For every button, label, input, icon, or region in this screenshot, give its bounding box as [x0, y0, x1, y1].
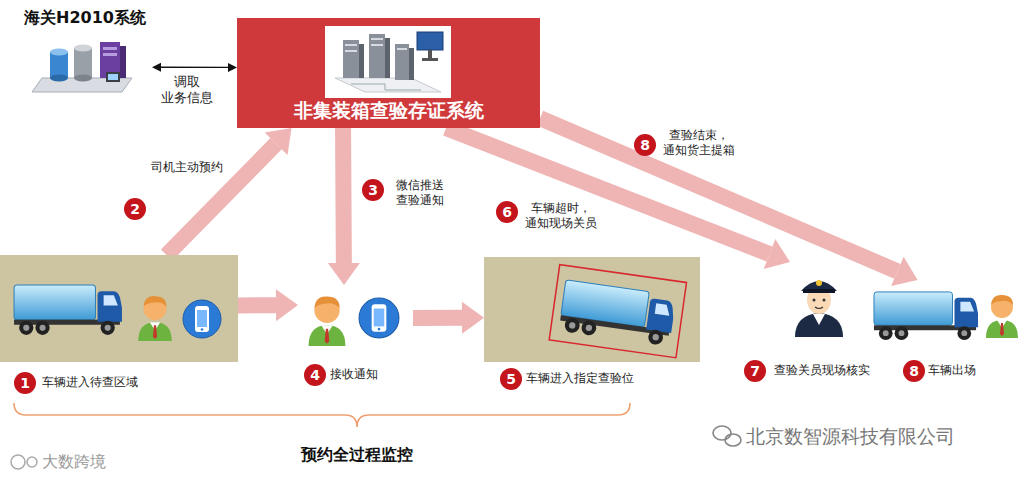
arrow-head — [891, 257, 918, 286]
arrow-head — [228, 63, 237, 72]
inspection-bay-picture — [484, 257, 700, 362]
edge-label: 调取 业务信息 — [152, 74, 222, 107]
arrow-head — [764, 239, 790, 269]
arrow-shaft — [413, 310, 462, 326]
arrow-head — [152, 63, 161, 72]
officer — [795, 280, 843, 337]
stage-node: 查验关员现场核实 — [768, 262, 878, 380]
server-icons — [28, 38, 140, 96]
callout-number: 7 — [744, 360, 766, 382]
arrow-head — [265, 128, 292, 155]
waiting-area-picture — [0, 255, 238, 362]
callout-number: 6 — [496, 201, 518, 223]
watermark-logo — [11, 455, 37, 469]
node-caption: 查验关员现场核实 — [774, 362, 870, 379]
database-icon — [74, 45, 92, 82]
edge-label: 微信推送 查验通知 — [388, 178, 452, 208]
node-caption: 接收通知 — [330, 366, 378, 383]
flow-arrow — [238, 289, 298, 321]
driver — [309, 296, 346, 346]
driver — [986, 295, 1018, 338]
truck — [874, 292, 978, 340]
database-icon — [50, 49, 68, 82]
driver-phone-picture — [300, 287, 410, 349]
wechat-icon — [713, 426, 741, 446]
edge-label: 司机主动预约 — [146, 160, 228, 175]
officer-picture — [788, 266, 850, 338]
watermark: 大数跨境 — [42, 452, 106, 473]
rack — [343, 40, 364, 78]
bracket — [14, 403, 630, 427]
arrow-head — [462, 302, 484, 334]
connector-line — [161, 67, 228, 69]
callout-number: 3 — [362, 179, 384, 201]
node-caption: 车辆进入待查区域 — [42, 374, 138, 391]
node-caption: 海关H2010系统 — [24, 8, 146, 29]
flow-arrow — [413, 302, 484, 334]
node-caption: 车辆出场 — [928, 362, 976, 379]
driver — [138, 296, 171, 341]
edge-label: 车辆超时，通知现场关员 — [522, 201, 600, 231]
data-arrow — [152, 63, 237, 72]
arrow-shaft — [537, 111, 901, 279]
arrow-shaft — [161, 138, 282, 261]
flow-arrow — [161, 128, 292, 261]
phone — [359, 298, 399, 338]
callout-number: 8 — [634, 134, 656, 156]
callout-number: 1 — [14, 372, 36, 394]
node-caption: 车辆进入指定查验位 — [526, 370, 634, 387]
truck — [14, 285, 122, 335]
stage-panel: 车辆进入待查区域 — [0, 255, 238, 395]
system-icon: 海关H2010系统 — [18, 6, 152, 96]
monitor — [417, 32, 443, 61]
arrow-head — [328, 263, 360, 285]
arrow-shaft — [335, 128, 352, 263]
system-box: 非集装箱查验存证系统 — [237, 18, 540, 128]
rack — [395, 44, 414, 80]
callout-number: 8 — [903, 360, 925, 382]
rack — [369, 34, 390, 78]
server-room-picture — [325, 26, 451, 98]
flow-arrow — [328, 128, 360, 285]
system-title: 非集装箱查验存证系统 — [294, 98, 484, 124]
bracket-caption: 预约全过程监控 — [301, 445, 413, 466]
edge-label: 查验结束，通知货主提箱 — [660, 128, 738, 158]
inspection-slot — [549, 265, 686, 358]
arrow-shaft — [238, 297, 276, 313]
arrow-head — [276, 289, 298, 321]
truck — [559, 280, 677, 347]
phone — [183, 300, 221, 338]
stage-node: 车辆出场 — [872, 280, 1024, 380]
watermark: 北京数智源科技有限公司 — [746, 424, 955, 450]
callout-number: 4 — [304, 364, 326, 386]
callout-number: 5 — [500, 368, 522, 390]
callout-number: 2 — [124, 198, 146, 220]
exit-picture — [872, 284, 1022, 346]
